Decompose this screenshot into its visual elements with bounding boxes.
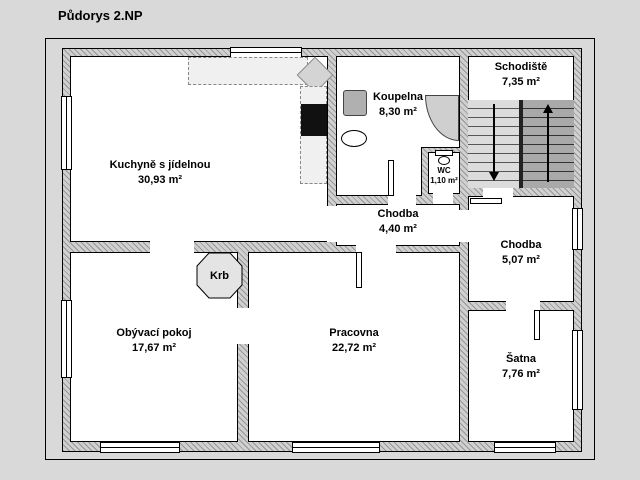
room-name: Pracovna — [329, 327, 379, 339]
room-study — [248, 252, 460, 442]
room-name: Schodiště — [494, 61, 548, 73]
cooktop — [301, 104, 327, 136]
room-bathroom-extension — [336, 56, 422, 196]
stairs-up-arrow-icon — [543, 104, 553, 113]
label-kitchen: Kuchyně s jídelnou 30,93 m² — [70, 158, 250, 188]
door-gap-hallways — [459, 210, 469, 242]
room-name: Kuchyně s jídelnou — [109, 159, 211, 171]
stairs-up-arrow-line — [547, 112, 549, 182]
stairs-down-arrow-icon — [489, 172, 499, 181]
label-bathroom: Koupelna 8,30 m² — [336, 90, 460, 120]
room-area: 5,07 m² — [502, 254, 540, 266]
room-name: Obývací pokoj — [116, 327, 192, 339]
washing-machine — [343, 90, 367, 116]
room-area: 1,10 m² — [430, 176, 458, 185]
label-living: Obývací pokoj 17,67 m² — [70, 326, 238, 356]
room-area: 17,67 m² — [131, 342, 177, 354]
stairs-down-arrow-line — [493, 104, 495, 174]
door-leaf-closet — [534, 310, 540, 340]
door-gap-study — [356, 245, 396, 253]
door-leaf-study — [356, 252, 362, 288]
room-name: Chodba — [500, 239, 542, 251]
page-title: Půdorys 2.NP — [58, 8, 143, 23]
label-closet: Šatna 7,76 m² — [468, 352, 574, 382]
room-name: WC — [437, 166, 451, 175]
window-kitchen-left — [61, 96, 72, 170]
fireplace-label: Krb — [210, 269, 229, 282]
stairs-divider — [519, 100, 523, 188]
opening-kitchen-hallway — [327, 206, 337, 242]
room-hallway-2 — [468, 196, 574, 302]
bathroom-patch — [418, 57, 424, 147]
door-leaf-bathroom — [388, 160, 394, 196]
washbasin — [341, 130, 367, 147]
opening-kitchen-living — [150, 241, 194, 253]
kitchen-counter-top — [188, 57, 308, 85]
fireplace-shape — [196, 252, 243, 299]
room-name: Koupelna — [372, 91, 424, 103]
room-area: 4,40 m² — [379, 223, 417, 235]
opening-living-study — [237, 308, 249, 344]
window-living-bottom — [100, 442, 180, 453]
door-gap-closet — [506, 301, 540, 311]
toilet-tank — [435, 150, 453, 156]
room-closet — [468, 310, 574, 442]
window-closet-right — [572, 330, 583, 410]
room-area: 8,30 m² — [379, 106, 417, 118]
room-area: 7,76 m² — [502, 368, 540, 380]
outer-frame — [45, 38, 595, 460]
label-hallway-2: Chodba 5,07 m² — [468, 238, 574, 268]
room-area: 7,35 m² — [502, 76, 540, 88]
label-hallway-1: Chodba 4,40 m² — [336, 207, 460, 237]
door-leaf-hallway — [470, 198, 502, 204]
door-gap-staircase — [483, 187, 513, 197]
room-kitchen — [70, 56, 328, 242]
label-staircase: Schodiště 7,35 m² — [468, 60, 574, 90]
window-living-left — [61, 300, 72, 378]
window-closet-bottom — [494, 442, 556, 453]
room-area: 30,93 m² — [137, 174, 183, 186]
window-hallway-right — [572, 208, 583, 250]
door-gap-wc — [433, 193, 453, 204]
room-name: Šatna — [506, 353, 536, 365]
window-study-bottom — [292, 442, 380, 453]
label-study: Pracovna 22,72 m² — [248, 326, 460, 356]
door-gap-bathroom — [388, 195, 416, 205]
label-wc: WC 1,10 m² — [428, 166, 460, 186]
fireplace: Krb — [196, 252, 243, 299]
toilet-bowl — [438, 156, 450, 165]
room-name: Chodba — [377, 208, 419, 220]
room-area: 22,72 m² — [331, 342, 377, 354]
